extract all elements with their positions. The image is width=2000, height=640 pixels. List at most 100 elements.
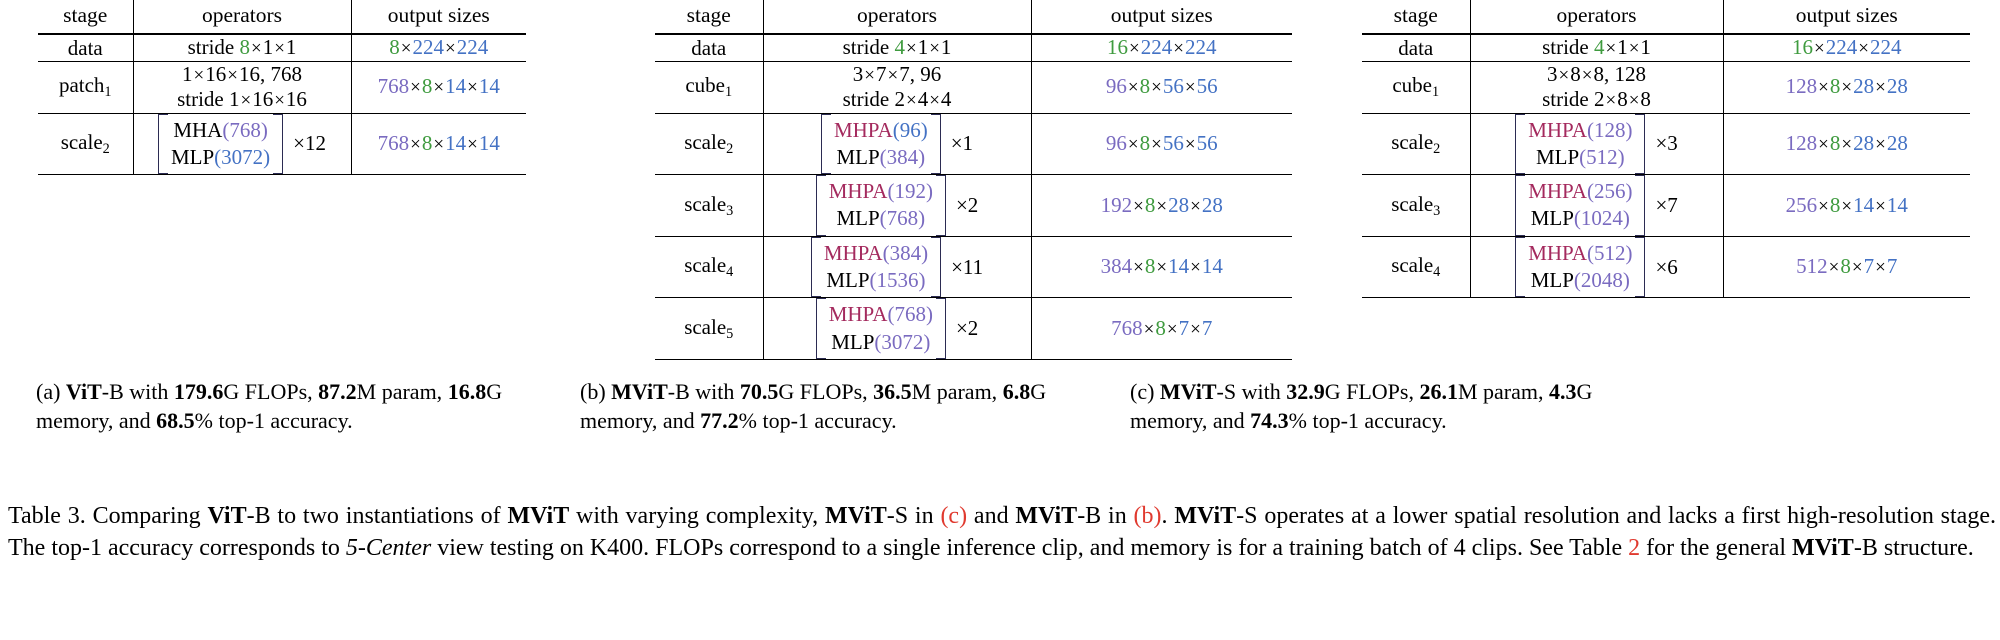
value-token: 56 [1162, 74, 1184, 99]
value-token: 224 [1140, 35, 1173, 60]
value-token: × [193, 64, 205, 86]
repeat-count: ×6 [1655, 254, 1678, 279]
value-token: (3072) [874, 329, 931, 354]
value-token: × [1875, 257, 1886, 279]
value-token: × [1156, 195, 1168, 217]
caption-model-name: ViT [207, 503, 247, 529]
cell-output-size: 8×224×224 [351, 34, 526, 61]
value-token: × [1151, 77, 1162, 99]
value-token: (192) [887, 179, 933, 204]
cell-operators: MHPA(768)MLP(3072)×2 [763, 297, 1032, 360]
stage-index: 4 [1433, 264, 1441, 281]
header-operators: operators [133, 0, 352, 35]
caption-text: -B to two instantiations of [246, 503, 508, 529]
output-size-value: 128×8×28×28 [1724, 131, 1971, 156]
value-token: 8 [421, 74, 433, 99]
value-token: MLP [170, 144, 215, 169]
value-token: × [274, 90, 285, 112]
subcaption-c: (c) MViT-S with 32.9G FLOPs, 26.1M param… [1130, 378, 1660, 435]
cell-stage: scale3 [655, 174, 764, 237]
table-a-header-row: stage operators output sizes [38, 0, 526, 35]
value-token: 56 [1196, 131, 1218, 156]
output-size-value: 16×224×224 [1724, 35, 1971, 60]
cell-operators: stride 4×1×1 [1470, 34, 1724, 62]
value-token: × [1133, 195, 1144, 217]
value-token: × [1166, 318, 1178, 340]
value-token: 1 [1617, 35, 1628, 60]
cell-stage: data [38, 34, 134, 62]
value-token: 28 [1168, 192, 1190, 217]
value-token: × [1628, 90, 1640, 112]
operator-line: stride 2×4×4 [764, 87, 1031, 112]
value-token: MHPA [1528, 240, 1587, 265]
value-token: × [1841, 195, 1853, 217]
value-token: 8 [421, 131, 433, 156]
table-b-header-row: stage operators output sizes [655, 0, 1292, 35]
value-token: stride 1 [177, 87, 240, 112]
value-token: 14 [445, 131, 467, 156]
value-token: 4 [894, 35, 905, 60]
value-token: 8 [1139, 131, 1151, 156]
output-size-value: 512×8×7×7 [1724, 254, 1971, 279]
value-token: 16 [1107, 35, 1129, 60]
output-size-value: 384×8×14×14 [1032, 254, 1293, 279]
caption-emphasis: 4.3 [1549, 379, 1577, 404]
cell-stage: scale2 [38, 113, 134, 175]
caption-emphasis: 77.2 [700, 407, 739, 433]
caption-reference-link[interactable]: (c) [940, 503, 968, 529]
cell-operators: MHPA(512)MLP(2048)×6 [1470, 236, 1724, 298]
operator-line: MHPA(256) [1528, 178, 1632, 205]
value-token: 8 [1155, 315, 1166, 340]
operator-line: MLP(3072) [171, 144, 270, 171]
table-a: stage operators output sizes data stride … [38, 0, 526, 175]
cell-operators: MHPA(128)MLP(512)×3 [1470, 113, 1724, 175]
value-token: × [1818, 77, 1829, 99]
caption-reference-link[interactable]: (b) [1133, 503, 1162, 529]
value-token: 14 [1201, 254, 1223, 279]
operator-line: MHPA(512) [1528, 240, 1632, 267]
caption-reference-link[interactable]: 2 [1628, 535, 1641, 562]
value-token: 3 [1547, 61, 1558, 86]
stage-index: 4 [726, 264, 734, 281]
block-group: MHPA(192)MLP(768)×2 [764, 175, 1031, 236]
value-token: × [467, 134, 478, 156]
caption-emphasis: 179.6 [173, 379, 224, 404]
value-token: 7 [876, 61, 887, 86]
value-token: MLP [1530, 206, 1574, 231]
value-token: MLP [836, 144, 880, 169]
caption-text: -B with [101, 379, 174, 404]
caption-text: G memory, and [580, 379, 1047, 433]
table-c-header-row: stage operators output sizes [1362, 0, 1970, 35]
value-token: 224 [412, 35, 445, 60]
value-token: 8 [1829, 131, 1841, 156]
header-stage: stage [655, 0, 764, 35]
cell-operators: MHPA(96)MLP(384)×1 [763, 113, 1032, 175]
value-token: 14 [1853, 192, 1875, 217]
value-token: × [1151, 134, 1162, 156]
cell-operators: MHPA(384)MLP(1536)×11 [763, 236, 1032, 298]
repeat-count: ×12 [293, 131, 327, 156]
caption-model-name: MViT [824, 503, 887, 529]
bracket-block: MHPA(384)MLP(1536) [810, 236, 942, 298]
value-token: × [400, 38, 412, 60]
bracket-block: MHPA(96)MLP(384) [820, 113, 941, 175]
operator-line: MLP(512) [1528, 144, 1632, 171]
value-token: 28 [1201, 192, 1223, 217]
header-output-sizes: output sizes [387, 3, 490, 27]
value-token: 14 [1168, 254, 1190, 279]
value-token: × [1814, 38, 1825, 60]
block-group: MHPA(128)MLP(512)×3 [1471, 113, 1723, 175]
value-token: 8 [1570, 61, 1581, 86]
value-token: × [240, 90, 252, 112]
value-token: × [1875, 195, 1886, 217]
caption-text: (a) [36, 379, 66, 404]
value-token: × [1173, 38, 1184, 60]
